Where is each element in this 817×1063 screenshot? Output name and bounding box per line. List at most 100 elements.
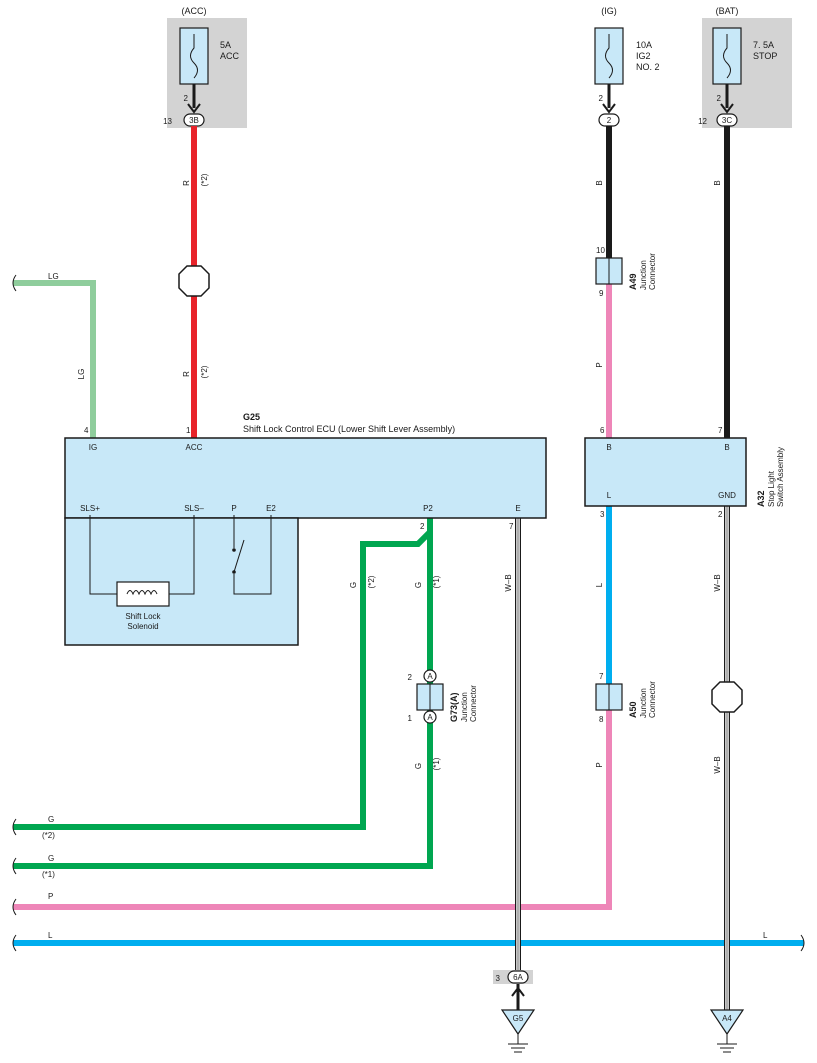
ecu-code: G25 — [243, 412, 260, 422]
switch-code: A32 — [756, 490, 766, 507]
ecu-pin-ig-label: IG — [89, 443, 97, 452]
ecu-e2: E2 — [266, 504, 276, 513]
g73-label-2: Connector — [469, 685, 478, 722]
a4-earth-icon — [717, 1034, 737, 1053]
wire-red-note-2: (*2) — [200, 365, 209, 378]
wire-g1-note-1: (*1) — [432, 575, 441, 588]
wire-g1-note-2: (*1) — [432, 757, 441, 770]
wire-g1-label-1: G — [414, 582, 423, 588]
g73-top-letter: A — [427, 672, 433, 681]
a49-label-1: Junction — [639, 260, 648, 290]
g5-conn: 6A — [513, 973, 523, 982]
switch-pin-b1-label: B — [606, 443, 611, 452]
switch-pin-gnd-label: GND — [718, 491, 736, 500]
wire-g2-label-2: G — [48, 815, 54, 824]
splice-gnd-icon — [711, 681, 743, 713]
g5-conn-pin: 3 — [496, 974, 501, 983]
ecu-pin-p2-num: 2 — [420, 522, 425, 531]
fuse-bat-icon — [723, 34, 731, 79]
wire-g1-note-3: (*1) — [42, 870, 55, 879]
ecu-sls-plus: SLS+ — [80, 504, 100, 513]
fuse-bat-conn: 3C — [722, 116, 732, 125]
ecu-pin-acc-num: 1 — [186, 426, 191, 435]
fuse-ig-conn: 2 — [607, 116, 612, 125]
switch-pin-gnd-num: 2 — [718, 510, 723, 519]
g73-bottom-connector — [423, 710, 437, 724]
a49-pin-top: 10 — [596, 246, 605, 255]
fuse-ig-pin: 2 — [599, 94, 604, 103]
wire-end-lg-icon — [12, 274, 17, 292]
wire-b-label-1: B — [595, 180, 604, 185]
wire-g1-label-2: G — [414, 763, 423, 769]
fuse-bat: (BAT) 7. 5A STOP 2 12 3C — [698, 6, 792, 128]
fuse-bat-rating: 7. 5A — [753, 40, 774, 50]
ecu-pin-e-num: 7 — [509, 522, 514, 531]
fuse-acc-arrow-icon — [187, 103, 201, 114]
ecu-pin-acc-label: ACC — [186, 443, 203, 452]
ground-g5: 3 6A G5 — [493, 970, 536, 1053]
fuse-bat-pin: 2 — [717, 94, 722, 103]
ecu-extension — [64, 517, 299, 646]
ecu-body — [64, 437, 547, 519]
fuse-acc-source: (ACC) — [182, 6, 207, 16]
fuse-acc-name: ACC — [220, 51, 240, 61]
wire-red-note-1: (*2) — [200, 173, 209, 186]
fuse-acc-pin: 2 — [184, 94, 189, 103]
g73-pin-bottom: 1 — [408, 714, 413, 723]
p-switch-circuit — [233, 515, 272, 595]
fuse-acc-rating: 5A — [220, 40, 231, 50]
wire-p-label-3: P — [48, 892, 53, 901]
switch-title-2: Switch Assembly — [776, 447, 785, 507]
g73-label-1: Junction — [460, 692, 469, 722]
fuse-ig-arrow-icon — [602, 103, 616, 114]
g5-arrow-icon — [511, 986, 525, 997]
fuse-bat-arrow-icon — [720, 103, 734, 114]
fuse-bat-name: STOP — [753, 51, 777, 61]
solenoid-circuit — [89, 515, 195, 595]
fuse-ig-name2: NO. 2 — [636, 62, 660, 72]
a50-label-1: Junction — [639, 688, 648, 718]
wire-end-l-right-icon — [800, 934, 805, 952]
ecu-sls-minus: SLS– — [184, 504, 204, 513]
junction-g73: A A 2 1 G73(A) Junction Connector — [408, 669, 478, 724]
fuse-bat-conn-pin: 12 — [698, 117, 707, 126]
wire-red-label-2: R — [182, 371, 191, 377]
solenoid-coil-icon — [126, 590, 158, 596]
wire-green-1 — [13, 710, 433, 869]
a50-pin-top: 7 — [599, 672, 604, 681]
switch-pin-l-label: L — [607, 491, 612, 500]
solenoid-label-1: Shift Lock — [125, 612, 161, 621]
wire-g2-note-2: (*2) — [42, 831, 55, 840]
g73-top-connector — [423, 669, 437, 683]
a49-label-2: Connector — [648, 253, 657, 290]
ecu-title: Shift Lock Control ECU (Lower Shift Leve… — [243, 424, 455, 434]
g5-ground-icon — [500, 1009, 536, 1036]
fuse-bat-source: (BAT) — [716, 6, 739, 16]
fuse-ig-icon — [605, 34, 613, 79]
junction-a49: 10 9 A49 Junction Connector — [595, 246, 657, 298]
wire-p-label-1: P — [595, 362, 604, 367]
fuse-acc-conn: 3B — [189, 116, 199, 125]
fuse-acc-conn-pin: 13 — [163, 117, 172, 126]
junction-a50: 7 8 A50 Junction Connector — [595, 672, 657, 724]
wire-g2-note-1: (*2) — [367, 575, 376, 588]
wire-l-label-1: L — [595, 582, 604, 587]
wire-wb-label-3: W–B — [713, 756, 722, 773]
a49-pin-bottom: 9 — [599, 289, 604, 298]
solenoid-label-2: Solenoid — [127, 622, 158, 631]
wire-wb-label-2: W–B — [713, 574, 722, 591]
switch-pin-b2-label: B — [724, 443, 729, 452]
ecu-pin-ig-num: 4 — [84, 426, 89, 435]
switch-pin-b2-num: 7 — [718, 426, 723, 435]
ecu-g25: G25 Shift Lock Control ECU (Lower Shift … — [64, 412, 547, 646]
solenoid-box — [116, 581, 170, 607]
wire-l-label-2: L — [48, 931, 53, 940]
wire-b-label-2: B — [713, 180, 722, 185]
g5-earth-icon — [508, 1034, 528, 1053]
fuse-ig-rating: 10A — [636, 40, 652, 50]
ground-a4: A4 — [709, 1009, 745, 1053]
a50-code: A50 — [628, 701, 638, 718]
fuse-bat-body — [712, 27, 742, 85]
wire-end-l-left-icon — [12, 934, 17, 952]
switch-pin-l-num: 3 — [600, 510, 605, 519]
